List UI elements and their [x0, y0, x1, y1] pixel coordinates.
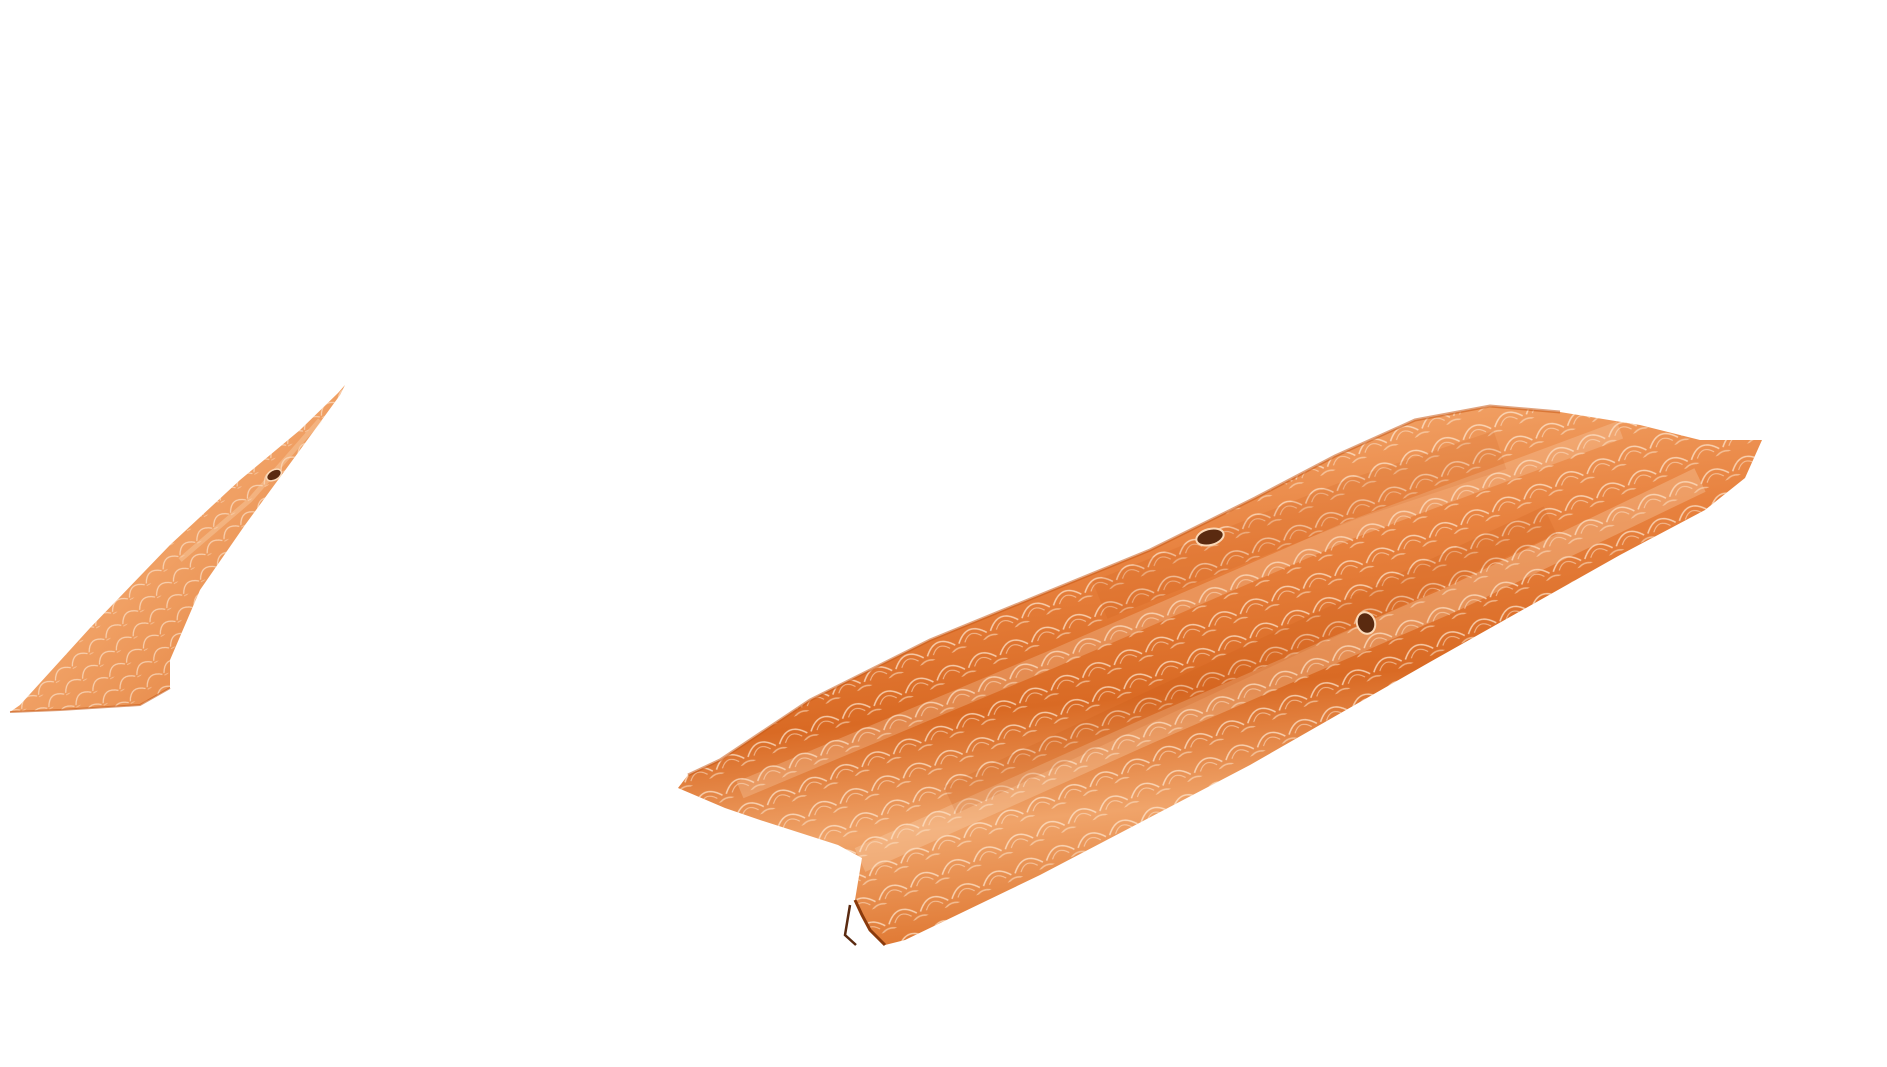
- large-fragment: [678, 404, 1762, 947]
- small-fragment-hole: [265, 468, 283, 482]
- large-fragment-hole-2: [1355, 611, 1377, 635]
- large-fragment-hole-1: [1195, 527, 1225, 547]
- small-fragment: [9, 385, 345, 713]
